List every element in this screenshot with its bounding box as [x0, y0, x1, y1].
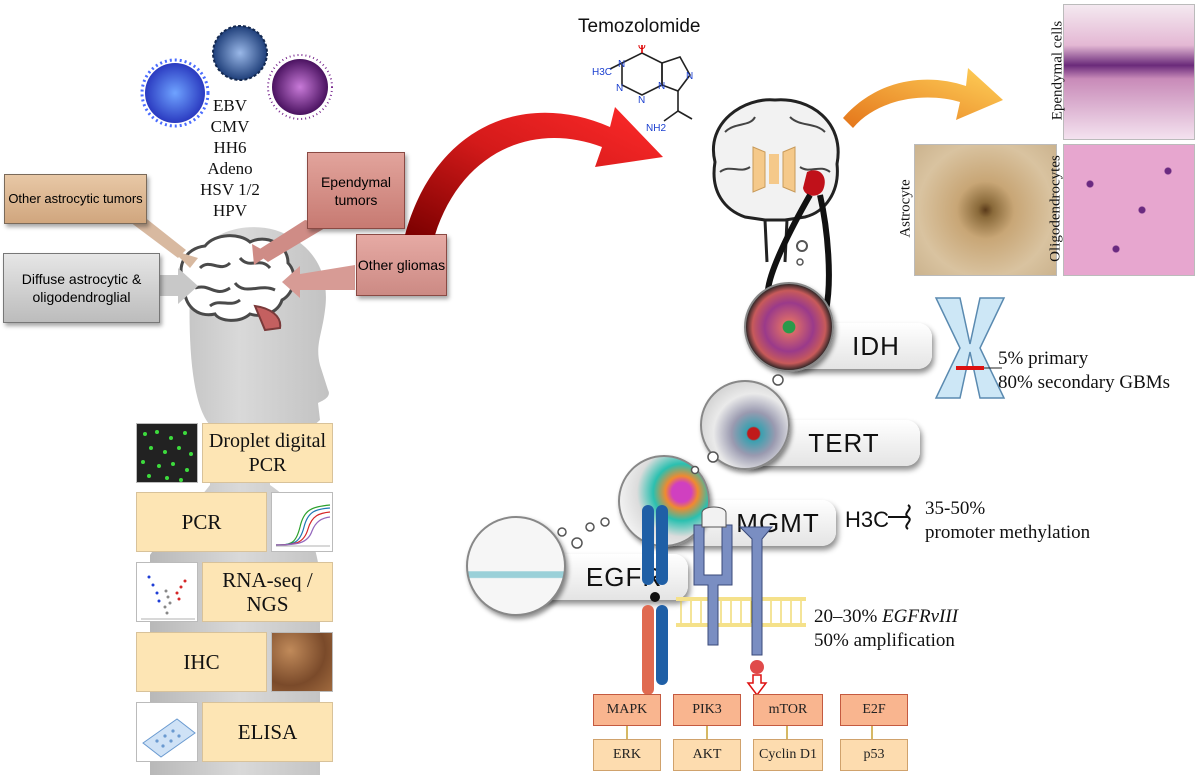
pathway-pik3: PIK3 — [673, 694, 741, 726]
atom-o: O — [638, 45, 646, 52]
virus-cmv: CMV — [210, 117, 250, 136]
virus-icon-2 — [213, 26, 267, 80]
method-elisa: ELISA — [202, 702, 333, 762]
mgmt-annotation: 35-50% promoter methylation — [925, 497, 1090, 545]
egfr-pct: 20–30% — [814, 606, 878, 627]
egfr-annotation: 20–30% EGFRvIII 50% amplification — [814, 605, 958, 653]
ihc-stain-image — [271, 632, 333, 692]
mgmt-group: H3C — [845, 507, 890, 532]
method-rnaseq-label: RNA-seq / NGS — [222, 568, 313, 616]
oligodendrocytes-label: Oligodendrocytes — [1047, 155, 1064, 262]
pathway-mtor: mTOR — [753, 694, 823, 726]
category-other-gliomas-label: Other gliomas — [357, 257, 446, 273]
idh-secondary: 80% secondary GBMs — [998, 372, 1171, 393]
pathway-erk-label: ERK — [613, 747, 641, 762]
astrocyte-image — [914, 144, 1057, 276]
tert-structure-image — [700, 380, 790, 470]
method-pcr: PCR — [136, 492, 267, 552]
connector-dots — [557, 374, 784, 549]
pathway-p53-label: p53 — [863, 747, 885, 762]
atom-n5: N — [658, 81, 665, 92]
virus-hh6: HH6 — [213, 138, 247, 157]
oligodendrocytes-image — [1063, 144, 1195, 276]
virus-hpv: HPV — [212, 201, 247, 220]
mgmt-methylation: promoter methylation — [925, 522, 1091, 543]
method-rnaseq: RNA-seq / NGS — [202, 562, 333, 622]
pathway-pik3-label: PIK3 — [692, 702, 722, 717]
pathway-e2f-label: E2F — [862, 702, 886, 717]
category-other-astrocytic: Other astrocytic tumors — [4, 174, 147, 224]
pathway-erk: ERK — [593, 739, 661, 771]
idh-annotation: 5% primary 80% secondary GBMs — [998, 347, 1170, 395]
category-diffuse: Diffuse astrocytic & oligodendroglial — [3, 253, 160, 323]
pathway-cyclin-d1-label: Cyclin D1 — [759, 747, 817, 762]
gene-tert-label: TERT — [808, 427, 880, 458]
pathway-e2f: E2F — [840, 694, 908, 726]
ependymal-cells-label: Ependymal cells — [1049, 20, 1066, 121]
virus-adeno: Adeno — [207, 159, 253, 178]
atom-n3: N — [638, 95, 645, 106]
category-diffuse-label: Diffuse astrocytic & oligodendroglial — [21, 271, 142, 305]
category-ependymal-label: Ependymal tumors — [320, 173, 392, 208]
category-other-astrocytic-label: Other astrocytic tumors — [8, 191, 143, 206]
category-ependymal: Ependymal tumors — [307, 152, 405, 229]
egfr-variant: EGFRvIII — [882, 606, 959, 627]
methyl-bond — [888, 504, 911, 530]
virus-ebv: EBV — [213, 96, 247, 115]
pathway-akt: AKT — [673, 739, 741, 771]
drug-name: Temozolomide — [578, 16, 701, 37]
astrocyte-label: Astrocyte — [897, 179, 914, 238]
ch3-label: H3C — [592, 67, 612, 78]
category-other-gliomas: Other gliomas — [356, 234, 447, 296]
temozolomide-structure: H3C N N N N N O NH2 — [592, 45, 693, 134]
chromosome-icon — [934, 297, 1006, 399]
virus-list: EBV CMV HH6 Adeno HSV 1/2 HPV — [195, 95, 265, 221]
method-pcr-label: PCR — [181, 510, 222, 534]
atom-nh2: NH2 — [646, 123, 666, 134]
pathway-cyclin-d1: Cyclin D1 — [753, 739, 823, 771]
virus-hsv: HSV 1/2 — [200, 180, 260, 199]
volcano-plot-image — [136, 562, 198, 622]
idh-primary: 5% primary — [998, 348, 1089, 369]
pathway-akt-label: AKT — [692, 747, 722, 762]
brain-section — [711, 98, 840, 263]
ependymal-cells-image — [1063, 4, 1195, 140]
atom-n1: N — [618, 59, 625, 70]
pathway-mapk-label: MAPK — [606, 702, 648, 717]
brain-connectors — [765, 193, 832, 311]
mgmt-pct: 35-50% — [925, 498, 986, 519]
elisa-plate-image — [136, 702, 198, 762]
method-ddpcr: Droplet digital PCR — [202, 423, 333, 483]
pathway-mapk: MAPK — [593, 694, 661, 726]
egfr-structure-image — [466, 516, 566, 616]
idh-structure-image — [744, 282, 834, 372]
pathway-mtor-label: mTOR — [768, 702, 808, 717]
pathway-p53: p53 — [840, 739, 908, 771]
method-ddpcr-label: Droplet digital PCR — [208, 430, 327, 476]
virus-icon-1 — [145, 63, 205, 123]
pcr-curve-image — [271, 492, 333, 552]
egfr-receptor — [642, 505, 806, 697]
atom-n4: N — [686, 71, 693, 82]
method-elisa-label: ELISA — [237, 720, 298, 744]
virus-icons — [140, 25, 333, 128]
orange-arrow — [843, 68, 1003, 128]
atom-n2: N — [616, 83, 623, 94]
ddpcr-image — [136, 423, 198, 483]
egfr-amplification: 50% amplification — [814, 630, 955, 651]
virus-icon-3 — [272, 59, 328, 115]
method-ihc-label: IHC — [183, 650, 220, 674]
method-ihc: IHC — [136, 632, 267, 692]
big-red-arrow — [405, 107, 663, 235]
gene-idh-label: IDH — [852, 330, 900, 361]
